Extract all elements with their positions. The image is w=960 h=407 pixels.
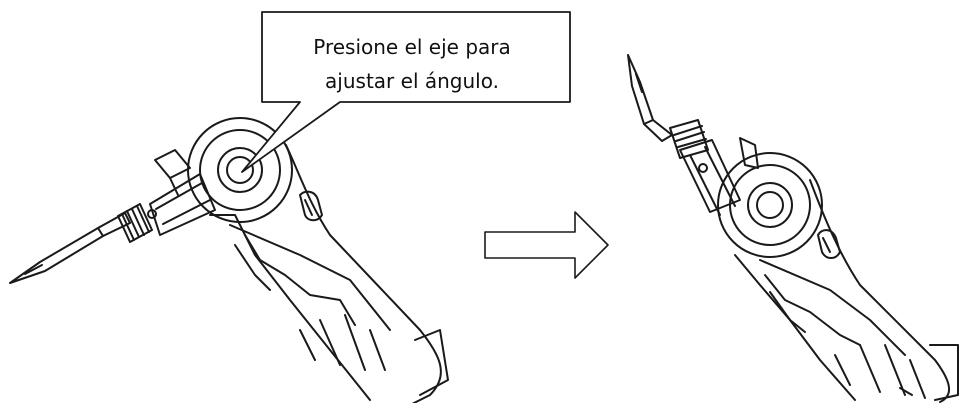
collar-nut-right — [669, 119, 709, 159]
callout-instruction: Presione el eje para ajustar el ángulo. — [262, 30, 562, 98]
neck-arm-left — [147, 149, 216, 236]
handle-body-left — [209, 144, 449, 407]
collar-nut-left — [117, 203, 153, 243]
hinge-disc-left — [187, 117, 293, 223]
callout-line-1: Presione el eje para — [313, 35, 511, 59]
soldering-iron-angled — [9, 117, 449, 407]
iron-tip-right — [627, 54, 673, 142]
neck-arm-right — [679, 137, 759, 216]
soldering-iron-straight — [627, 54, 959, 403]
handle-body-right — [734, 179, 959, 403]
right-arrow — [484, 211, 609, 279]
iron-tip-left — [9, 212, 131, 284]
callout-line-2: ajustar el ángulo. — [325, 69, 499, 93]
hinge-disc-right — [717, 152, 823, 258]
callout-box — [241, 11, 571, 173]
